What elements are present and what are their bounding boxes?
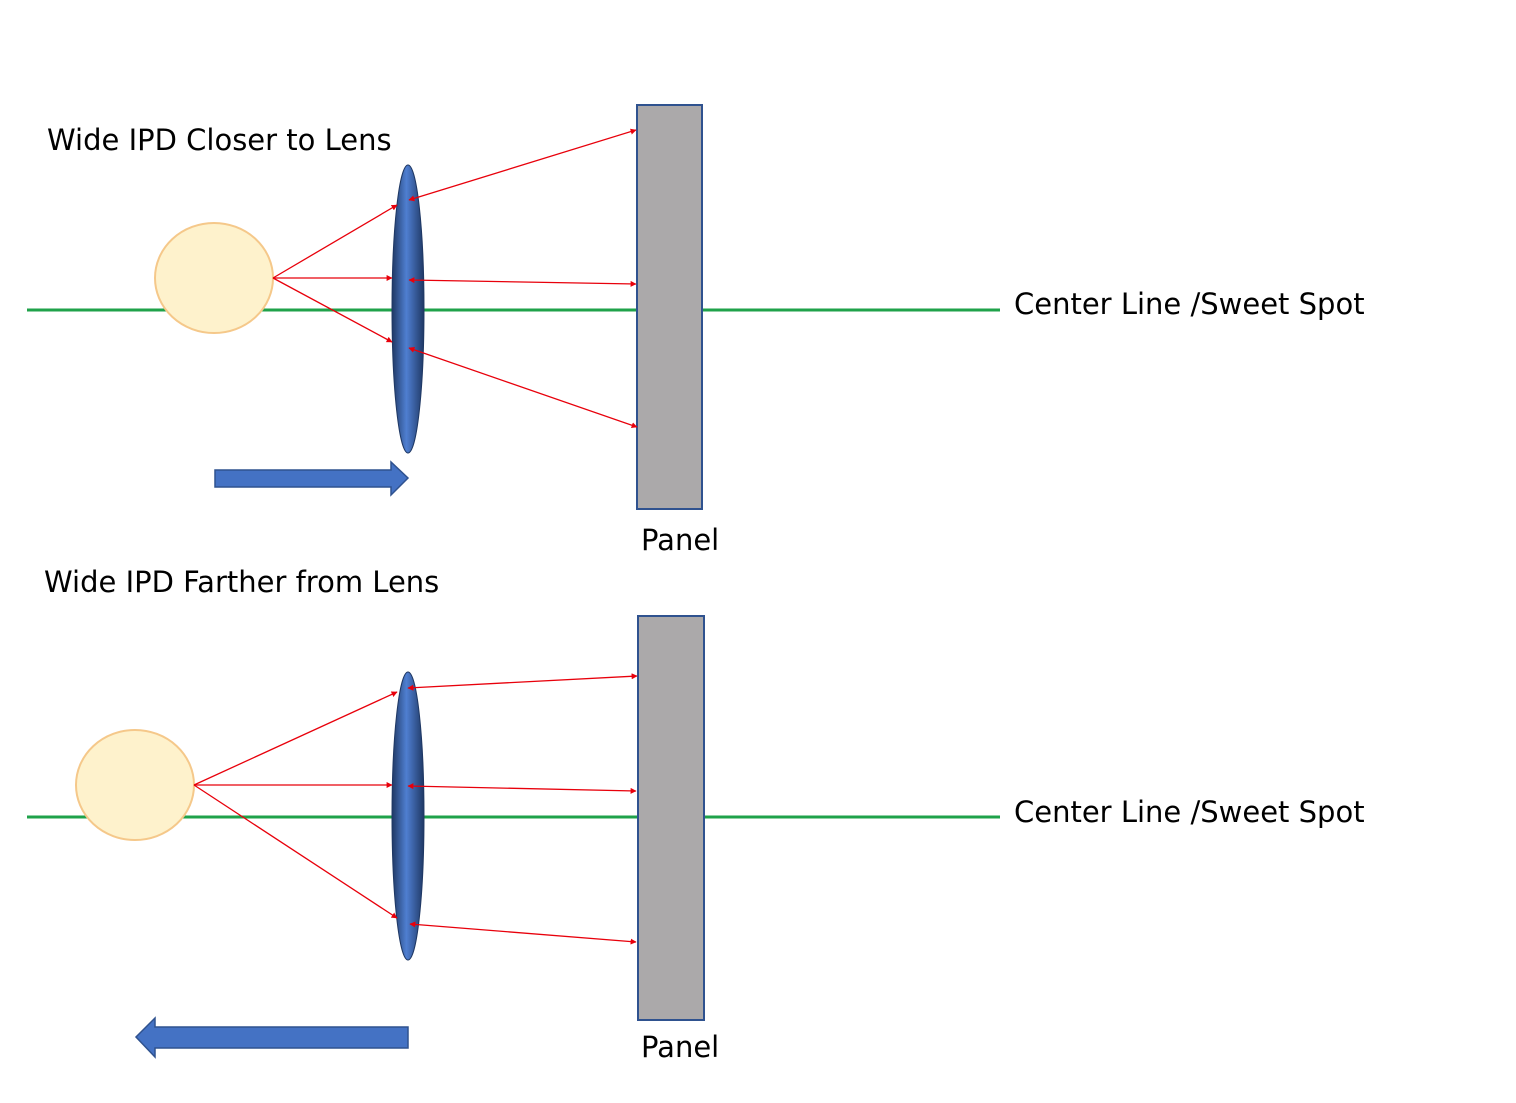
bottom-ray-upper-in [193, 691, 398, 786]
top-diagram: Wide IPD Closer to Lens Center Line /Swe… [27, 104, 1365, 557]
bottom-title: Wide IPD Farther from Lens [44, 565, 439, 599]
bottom-ray-lower-in [193, 784, 398, 919]
bottom-rays [193, 673, 638, 945]
top-direction-arrow-right [214, 460, 410, 497]
bottom-ray-lower-out [409, 921, 637, 945]
bottom-diagram: Wide IPD Farther from Lens Center Line /… [27, 565, 1365, 1064]
bottom-ray-middle-out [407, 783, 637, 794]
bottom-panel-label: Panel [641, 1030, 719, 1064]
top-ray-lower-out [408, 346, 638, 429]
bottom-panel [637, 615, 705, 1021]
bottom-center-line-label: Center Line /Sweet Spot [1014, 795, 1365, 829]
bottom-ray-upper-out [407, 673, 638, 691]
bottom-lens [391, 671, 425, 961]
top-ray-upper-out [408, 128, 637, 202]
top-rays [272, 128, 638, 429]
top-ray-middle-out [408, 277, 637, 287]
top-ray-upper-in [272, 204, 398, 279]
top-lens [391, 164, 425, 454]
bottom-eye [75, 729, 195, 841]
top-center-line-label: Center Line /Sweet Spot [1014, 287, 1365, 321]
top-title: Wide IPD Closer to Lens [47, 123, 392, 157]
top-eye [154, 222, 274, 334]
top-ray-lower-in [272, 277, 393, 343]
top-panel [636, 104, 703, 510]
top-panel-label: Panel [641, 523, 719, 557]
bottom-direction-arrow-left [134, 1016, 409, 1059]
